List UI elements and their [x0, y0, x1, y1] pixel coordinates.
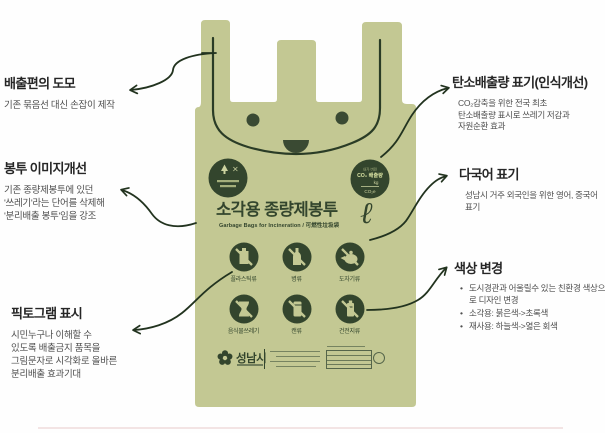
annotation-text: 표기: [465, 201, 481, 212]
liter-symbol: ℓ: [360, 196, 373, 231]
fine-print-line: [220, 185, 236, 188]
pictogram-cans: 캔류: [270, 294, 323, 335]
pictogram-label: 플라스틱류: [230, 277, 257, 283]
fine-print-line: [276, 355, 320, 357]
pictogram-batteries: 건전지류: [323, 294, 376, 335]
can-icon: [282, 294, 311, 324]
pictogram-plastic: 플라스틱류: [217, 242, 270, 283]
arrow-to-bag-image-improvement: [120, 187, 197, 228]
tree-icon: [221, 164, 228, 174]
co2-badge-unit: CO₂e: [364, 189, 376, 194]
city-name-romanized: [237, 364, 263, 366]
annotation-text: 탄소배출량 표시로 쓰레기 저감과: [458, 109, 570, 120]
table-rule: [327, 360, 371, 361]
pictogram-ceramics: 도자기류: [323, 242, 376, 283]
annotation-pictogram-display: 픽토그램 표시 시민누구나 이해할 수 있도록 배출금지 품목을 그림문자로 시…: [11, 303, 117, 381]
smile-mouth: [283, 140, 309, 153]
annotation-bag-image-improvement: 봉투 이미지개선 기존 종량제봉투에 있던 '쓰레기'라는 단어를 삭제해 '분…: [4, 158, 105, 223]
seongnam-flower-logo-icon: [217, 350, 233, 365]
food-waste-icon: [229, 294, 258, 324]
battery-icon: [335, 294, 364, 324]
right-eye: [335, 111, 349, 125]
bullet-item: 재사용: 하늘색->엷은 회색: [460, 321, 605, 333]
annotation-title: 봉투 이미지개선: [4, 161, 87, 176]
annotation-text: 기존 묶음선 대신 손잡이 제작: [4, 100, 115, 111]
bag-title: 소각용 종량제봉투: [216, 201, 338, 219]
drawstring-line: [211, 36, 382, 156]
pictogram-label: 병류: [291, 277, 302, 283]
prohibited-items-grid: 플라스틱류 병류 도자기류: [217, 242, 376, 335]
annotation-text: CO₂감축을 위한 전국 최초: [458, 98, 548, 108]
annotation-title: 색상 변경: [454, 261, 503, 276]
co2-emission-badge: 내가 버린 CO₂ 배출량 kg CO₂e: [350, 159, 390, 199]
stamp-circle-icon: [373, 352, 385, 364]
x-mark-icon: ×: [232, 165, 239, 174]
left-eye: [246, 113, 260, 127]
annotation-text: '쓰레기'라는 단어를 삭제해: [4, 198, 105, 210]
pictogram-label: 음식물쓰레기: [227, 329, 260, 335]
color-change-bullet-list: 도시경관과 어울릴수 있는 친환경 색상으로 디자인 변경 소각용: 붉은색->…: [460, 283, 605, 333]
annotation-title: 픽토그램 표시: [11, 306, 83, 321]
co2-badge-line2: CO₂ 배출량: [357, 171, 383, 179]
no-littering-badge: ×: [208, 158, 248, 198]
teapot-icon: [335, 242, 364, 272]
arrow-to-color-change: [366, 266, 448, 311]
annotation-carbon-emission-label: 탄소배출량 표기(인식개선) CO₂감축을 위한 전국 최초 탄소배출량 표시로…: [452, 72, 588, 133]
plastic-container-icon: [229, 242, 258, 272]
annotation-color-change: 색상 변경 도시경관과 어울릴수 있는 친환경 색상으로 디자인 변경 소각용:…: [454, 258, 605, 334]
pictogram-label: 건전지류: [339, 329, 360, 335]
arrow-to-pictogram-display: [132, 271, 233, 335]
annotation-text: '분리배출 봉투'임을 강조: [4, 211, 97, 223]
annotation-title: 다국어 표기: [459, 167, 519, 182]
bottom-divider: [38, 427, 563, 429]
fine-print-line: [270, 361, 320, 363]
pictogram-food-waste: 음식물쓰레기: [217, 294, 270, 335]
annotation-text: 기존 종량제봉투에 있던: [4, 185, 94, 196]
bullet-item: 소각용: 붉은색->초록색: [460, 308, 605, 320]
footer-info-table: [326, 350, 372, 369]
arrow-to-multilingual-label: [369, 173, 448, 241]
bottle-icon: [282, 242, 311, 272]
annotation-text: 시민누구나 이해할 수: [11, 330, 92, 341]
fine-print-line: [217, 180, 239, 183]
table-rule: [327, 355, 371, 356]
fine-print-line: [276, 365, 316, 367]
co2-badge-kg: kg: [374, 180, 379, 185]
bag-subtitle: Garbage Bags for Incineration / 可燃性垃圾袋: [219, 223, 340, 229]
arrow-to-discharge-convenience: [131, 52, 217, 90]
annotation-multilingual-label: 다국어 표기 성남시 거주 외국인을 위한 영어, 중국어 표기: [459, 164, 598, 213]
fine-print-line: [270, 351, 320, 353]
pictogram-label: 도자기류: [339, 277, 360, 283]
annotation-discharge-convenience: 배출편의 도모 기존 묶음선 대신 손잡이 제작: [4, 73, 115, 112]
pictogram-bottle: 병류: [270, 242, 323, 283]
annotation-text: 성남시 거주 외국인을 위한 영어, 중국어: [465, 190, 598, 200]
annotation-title: 배출편의 도모: [4, 76, 76, 91]
annotation-title: 탄소배출량 표기(인식개선): [452, 75, 588, 90]
annotation-text: 그림문자로 시각화로 올바른: [11, 356, 117, 368]
annotation-text: 있도록 배출금지 품목을: [11, 343, 101, 355]
bullet-item: 도시경관과 어울릴수 있는 친환경 색상으로 디자인 변경: [460, 283, 605, 307]
arrow-to-carbon-emission-label: [380, 84, 450, 158]
annotation-text: 분리배출 효과기대: [11, 369, 81, 381]
city-name: 성남시: [236, 353, 267, 365]
footer-divider: [264, 349, 265, 369]
table-rule: [327, 364, 371, 365]
annotation-text: 자원순환 효과: [458, 121, 506, 132]
pictogram-label: 캔류: [291, 329, 302, 335]
bag-footer: 성남시: [214, 346, 385, 376]
co2-badge-line1: 내가 버린: [363, 167, 377, 172]
fine-print-line: [327, 346, 365, 348]
